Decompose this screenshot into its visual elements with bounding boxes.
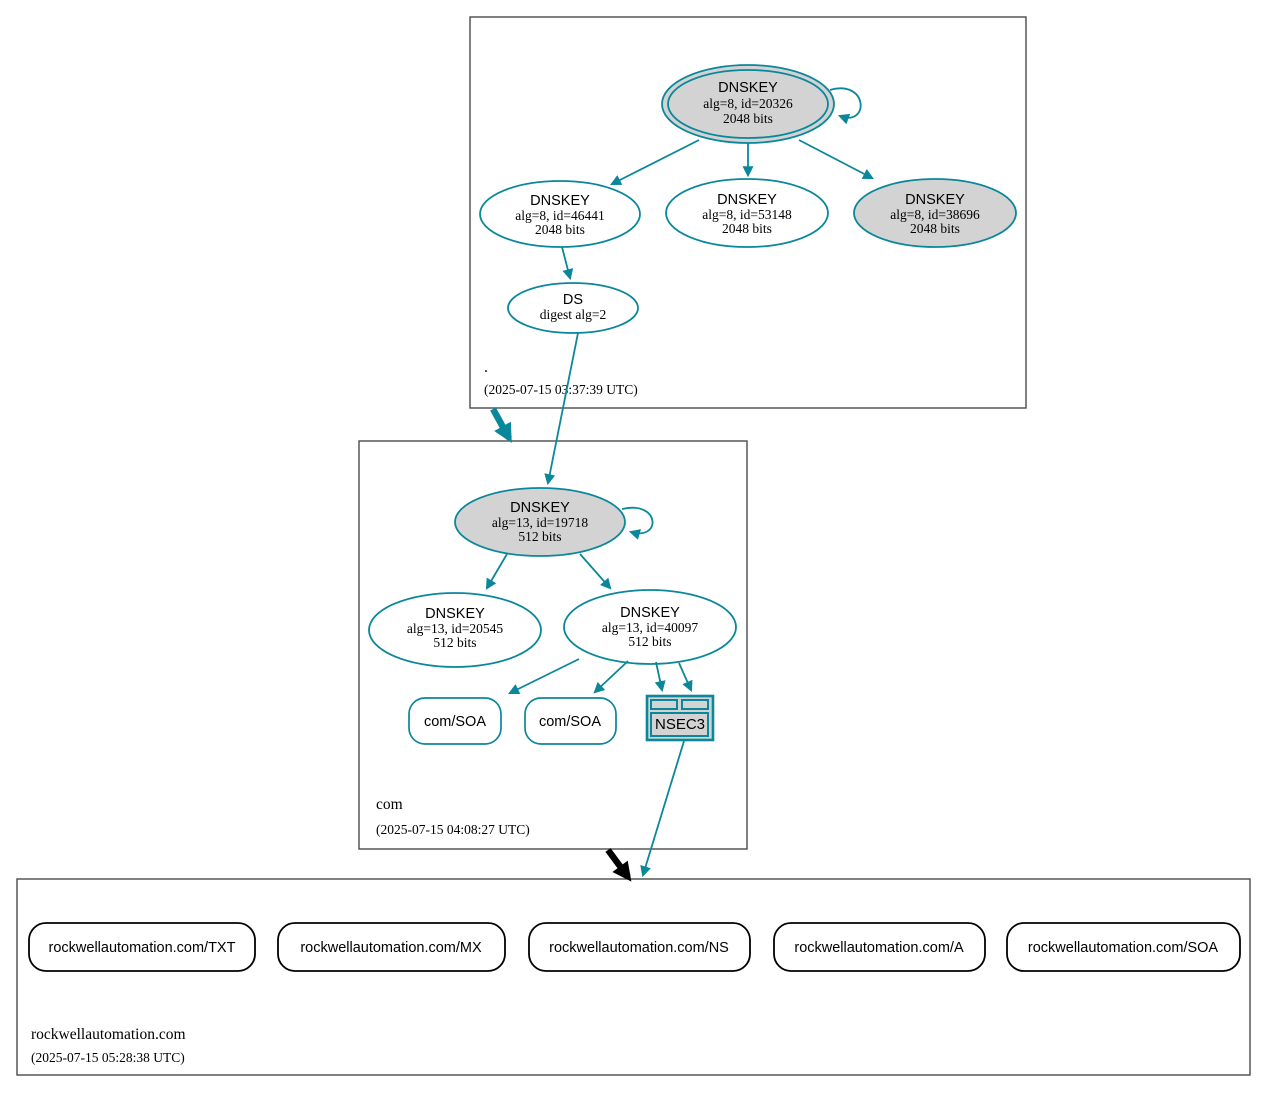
rrset-ns-rect[interactable] [528,922,751,972]
rrset-node-ns[interactable]: rockwellautomation.com/NS [528,922,751,972]
nsec3-cell-left [650,699,678,710]
domain-zone-timestamp: (2025-07-15 05:28:38 UTC) [31,1050,185,1065]
com-soa-node-1[interactable]: com/SOA [408,697,502,745]
edge-nsec3-to-domain [640,740,685,878]
com-zsk-40097-ellipse[interactable] [563,589,737,665]
nsec3-cell-right [681,699,709,710]
root-zone-box [469,16,1027,409]
com-soa-2-label: com/SOA [539,714,601,730]
edge-zsk40097-to-nsec3-right [678,662,693,693]
com-soa-1-label: com/SOA [424,714,486,730]
root-ksk-dnskey-node[interactable]: DNSKEY alg=8, id=20326 2048 bits [661,64,835,144]
root-zsk-53148-title: DNSKEY [717,192,777,208]
com-zsk-20545-title: DNSKEY [425,606,485,622]
root-zsk-46441-detail: alg=8, id=46441 [515,208,604,223]
com-ksk-bits: 512 bits [518,529,561,544]
root-zsk-46441-dnskey-node[interactable]: DNSKEY alg=8, id=46441 2048 bits [479,180,641,248]
root-zone-timestamp: (2025-07-15 03:37:39 UTC) [484,382,638,397]
com-zsk-40097-title: DNSKEY [620,605,680,621]
root-ksk-38696-detail: alg=8, id=38696 [890,207,980,222]
rrset-soa-rect[interactable] [1006,922,1241,972]
edge-root-ksk-to-zsk46441 [610,139,700,185]
com-zsk-20545-ellipse[interactable] [368,592,542,668]
nsec3-cell-main [650,712,709,737]
root-zsk-46441-ellipse[interactable] [479,180,641,248]
root-ksk-38696-bits: 2048 bits [910,221,960,236]
root-ds-node[interactable]: DS digest alg=2 [507,282,639,334]
domain-zone-box [16,878,1251,1076]
root-ksk-bits: 2048 bits [723,111,773,126]
root-ksk-title: DNSKEY [718,80,778,96]
root-ksk-38696-title: DNSKEY [905,192,965,208]
nsec3-label: NSEC3 [655,716,705,733]
com-zsk-40097-bits: 512 bits [628,634,671,649]
root-ksk-38696-ellipse[interactable] [853,178,1017,248]
root-ds-detail: digest alg=2 [540,307,606,322]
com-nsec3-node[interactable]: NSEC3 [645,694,715,742]
rrset-ns-label: rockwellautomation.com/NS [549,940,729,956]
root-zsk-53148-bits: 2048 bits [722,221,772,236]
root-zsk-46441-bits: 2048 bits [535,222,585,237]
root-zsk-53148-dnskey-node[interactable]: DNSKEY alg=8, id=53148 2048 bits [665,178,829,248]
edge-com-ksk-to-zsk40097 [579,553,612,590]
domain-zone-name: rockwellautomation.com [31,1026,186,1043]
com-ksk-dnskey-node[interactable]: DNSKEY alg=13, id=19718 512 bits [454,487,626,557]
root-zsk-53148-detail: alg=8, id=53148 [702,207,792,222]
root-ds-title: DS [563,292,583,308]
edge-root-ksk-to-ksk38696 [798,139,874,180]
rrset-txt-label: rockwellautomation.com/TXT [49,940,236,956]
rrset-node-a[interactable]: rockwellautomation.com/A [773,922,986,972]
com-soa-node-2[interactable]: com/SOA [524,697,617,745]
root-zsk-53148-ellipse[interactable] [665,178,829,248]
com-zsk-20545-bits: 512 bits [433,635,476,650]
com-soa-1-rect[interactable] [408,697,502,745]
com-ksk-detail: alg=13, id=19718 [492,515,588,530]
root-ds-ellipse[interactable] [507,282,639,334]
com-zsk-20545-detail: alg=13, id=20545 [407,621,503,636]
edge-ds-to-com-ksk [544,332,579,486]
delegation-arrow-root-to-com [490,407,512,443]
delegation-arrow-com-to-domain [605,848,632,882]
root-ksk-38696-dnskey-node[interactable]: DNSKEY alg=8, id=38696 2048 bits [853,178,1017,248]
com-ksk-ellipse[interactable] [454,487,626,557]
rrset-mx-rect[interactable] [277,922,506,972]
rrset-node-soa[interactable]: rockwellautomation.com/SOA [1006,922,1241,972]
edge-com-ksk-self-loop [621,506,654,540]
com-zsk-20545-dnskey-node[interactable]: DNSKEY alg=13, id=20545 512 bits [368,592,542,668]
rrset-txt-rect[interactable] [28,922,256,972]
rrset-a-rect[interactable] [773,922,986,972]
rrset-mx-label: rockwellautomation.com/MX [300,940,482,956]
edge-zsk40097-to-soa2 [593,660,629,694]
com-zone-name: com [376,796,403,813]
rrset-soa-label: rockwellautomation.com/SOA [1028,940,1219,956]
edge-zsk40097-to-nsec3-left [654,661,666,693]
edge-com-ksk-to-zsk20545 [485,553,508,590]
edge-zsk46441-to-ds [561,246,574,281]
com-zsk-40097-dnskey-node[interactable]: DNSKEY alg=13, id=40097 512 bits [563,589,737,665]
com-zone-box [358,440,748,850]
root-zsk-46441-title: DNSKEY [530,193,590,209]
root-zone-name: . [484,359,488,376]
edge-root-ksk-self-loop [829,87,862,125]
edge-zsk40097-to-soa1 [508,658,580,695]
rrset-node-mx[interactable]: rockwellautomation.com/MX [277,922,506,972]
com-zone-timestamp: (2025-07-15 04:08:27 UTC) [376,822,530,837]
com-soa-2-rect[interactable] [524,697,617,745]
com-zsk-40097-detail: alg=13, id=40097 [602,620,698,635]
root-ksk-inner-ellipse [667,69,829,139]
rrset-node-txt[interactable]: rockwellautomation.com/TXT [28,922,256,972]
rrset-a-label: rockwellautomation.com/A [794,940,964,956]
root-ksk-detail: alg=8, id=20326 [703,96,793,111]
com-ksk-title: DNSKEY [510,500,570,516]
